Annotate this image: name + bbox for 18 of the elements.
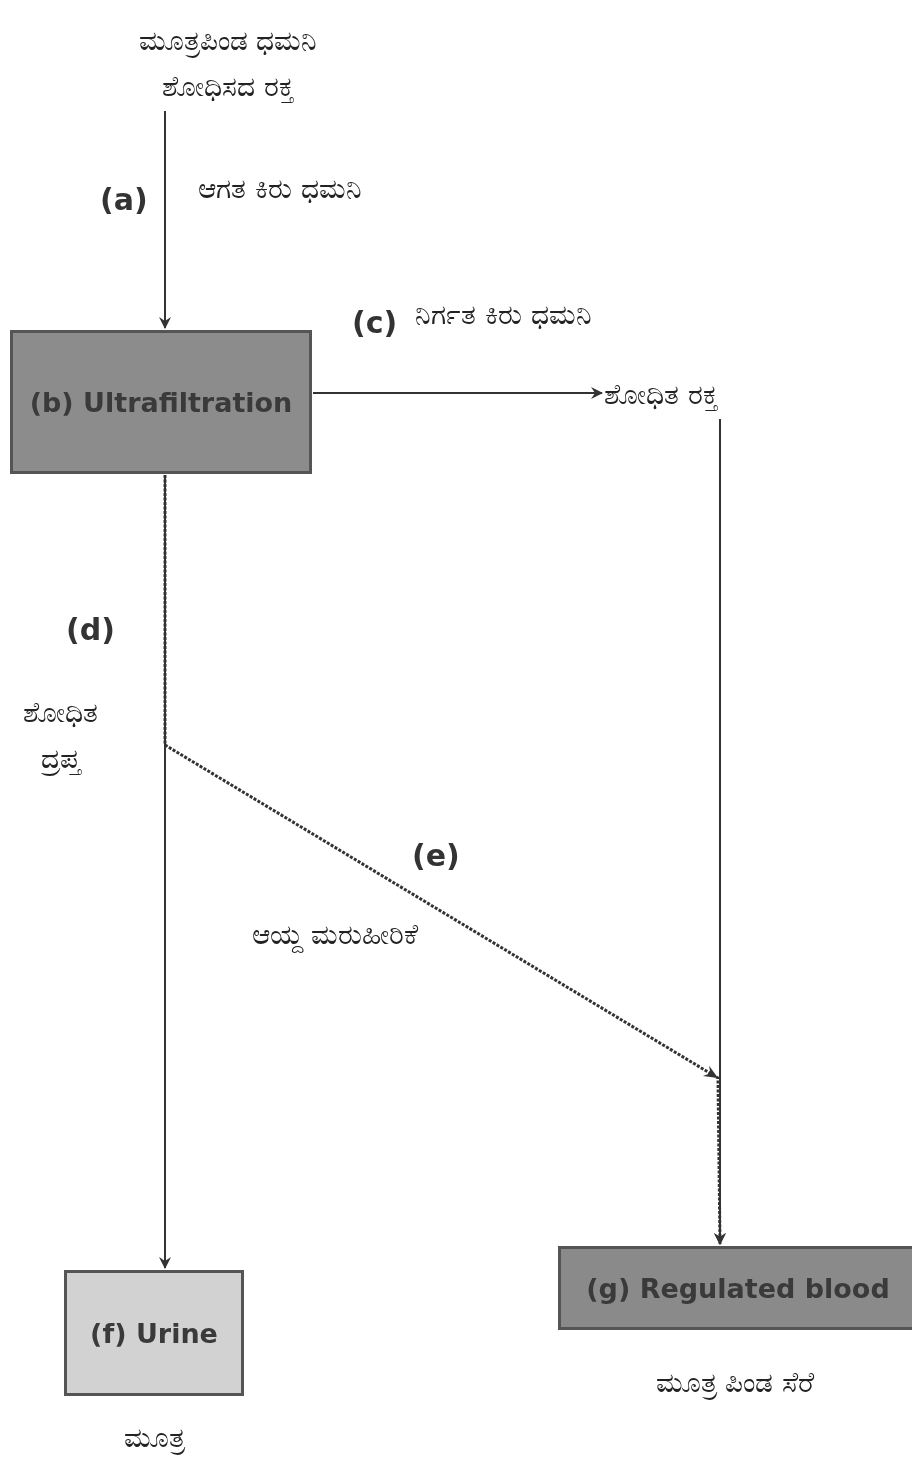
flow-text: ಮೂತ್ರಪಿಂಡ ಧಮನಿ ಶೋಧಿಸದ ರಕ್ತ	[98, 18, 358, 110]
process-box	[10, 330, 312, 474]
box-label: (g) Regulated blood	[586, 1272, 890, 1304]
edge-label: (d)	[66, 612, 115, 647]
process-box	[558, 1246, 912, 1330]
note-text: ಶೋಧಿತ ದ್ರಪ್ತ	[21, 695, 99, 778]
box-label: (b) Ultrafiltration	[29, 386, 293, 418]
edge-label: (a)	[100, 182, 148, 217]
box-label: (f) Urine	[90, 1317, 218, 1349]
edge-label: (e)	[412, 838, 460, 873]
flow-text: ಶೋಧಿತ ರಕ್ತ	[604, 372, 718, 418]
process-box	[64, 1270, 244, 1396]
caption-text: ಮೂತ್ರ	[122, 1420, 186, 1457]
note-text: ಆಯ್ದ ಮರುಹೀರಿಕೆ	[250, 917, 420, 955]
note-text: ಆಗತ ಕಿರು ಧಮನಿ	[198, 171, 363, 207]
edge-label: (c)	[352, 305, 398, 340]
note-text: ನಿರ್ಗತ ಕಿರು ಧಮನಿ	[415, 297, 593, 333]
caption-text: ಮೂತ್ರ ಪಿಂಡ ಸೆರೆ	[654, 1365, 816, 1402]
